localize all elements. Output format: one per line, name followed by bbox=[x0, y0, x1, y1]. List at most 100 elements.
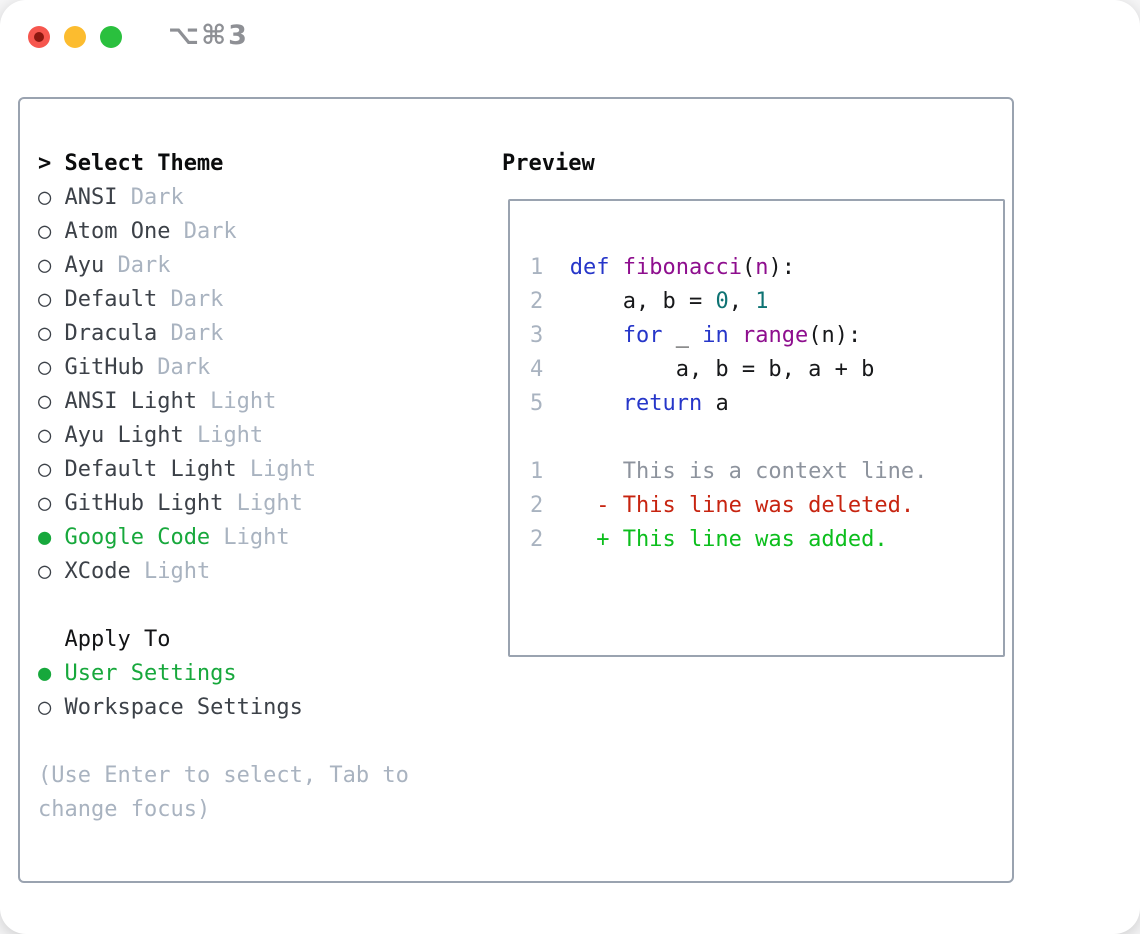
preview-code-line: 2 + This line was added. bbox=[530, 523, 1003, 557]
line-number: 2 bbox=[530, 527, 544, 552]
keyboard-shortcut-label: ⌥⌘3 bbox=[168, 20, 249, 51]
theme-option-xcode[interactable]: ○XCode Light bbox=[38, 555, 409, 589]
line-number: 1 bbox=[530, 459, 544, 484]
theme-option-google-code[interactable]: ● Google Code Light bbox=[38, 521, 409, 555]
close-button[interactable] bbox=[28, 26, 50, 48]
line-number: 1 bbox=[530, 255, 544, 280]
theme-option-github[interactable]: ○ GitHub Dark bbox=[38, 351, 409, 385]
code-token-fn: fibonacci bbox=[622, 255, 742, 280]
theme-option-github-light[interactable]: ○ GitHub Light Light bbox=[38, 487, 409, 521]
theme-variant: Dark bbox=[117, 185, 184, 210]
theme-option-ansi[interactable]: ○ ANSI Dark bbox=[38, 181, 409, 215]
apply-to-heading-label: Apply To bbox=[64, 627, 171, 652]
radio-icon: ○ bbox=[38, 185, 52, 210]
radio-icon: ○ bbox=[38, 253, 52, 278]
theme-variant: Light bbox=[130, 559, 211, 584]
theme-variant: Dark bbox=[104, 253, 171, 278]
preview-code-line: 4 a, b = b, a + b bbox=[530, 353, 1003, 387]
code-token-pl bbox=[609, 255, 622, 280]
theme-name: Google Code bbox=[64, 525, 211, 550]
radio-icon: ○ bbox=[38, 355, 52, 380]
theme-variant: Dark bbox=[143, 355, 211, 380]
line-number: 3 bbox=[530, 323, 544, 348]
hint-line: (Use Enter to select, Tab to bbox=[38, 763, 409, 788]
code-token-pl: a, b = bbox=[569, 289, 716, 314]
theme-name: Ayu Light bbox=[64, 423, 184, 448]
apply-option-label: Workspace Settings bbox=[64, 695, 303, 720]
preview-code-line: 3 for _ in range(n): bbox=[530, 319, 1003, 353]
line-number: 4 bbox=[530, 357, 544, 382]
theme-name: ANSI bbox=[64, 185, 118, 210]
theme-variant: Light bbox=[223, 491, 303, 516]
cursor-marker-icon: > bbox=[38, 151, 52, 176]
theme-option-default[interactable]: ○ Default Dark bbox=[38, 283, 409, 317]
theme-name: Default Light bbox=[64, 457, 237, 482]
main-panel: >Select Theme ○ANSI Dark○Atom One Dark○A… bbox=[18, 97, 1014, 883]
apply-to-options: ● User Settings ○ Workspace Settings bbox=[38, 657, 409, 725]
theme-name: ANSI Light bbox=[64, 389, 197, 414]
theme-variant: Dark bbox=[170, 219, 237, 244]
radio-icon: ○ bbox=[38, 491, 52, 516]
line-number: 2 bbox=[530, 289, 544, 314]
theme-option-ayu-light[interactable]: ○Ayu Light Light bbox=[38, 419, 409, 453]
preview-heading: Preview bbox=[502, 151, 595, 176]
radio-icon: ○ bbox=[38, 287, 52, 312]
theme-name: GitHub Light bbox=[64, 491, 224, 516]
code-token-pl: a bbox=[702, 391, 729, 416]
theme-name: Ayu bbox=[64, 253, 105, 278]
theme-option-dracula[interactable]: ○ Dracula Dark bbox=[38, 317, 409, 351]
code-token-pl: ): bbox=[768, 255, 795, 280]
minimize-button[interactable] bbox=[64, 26, 86, 48]
zoom-button[interactable] bbox=[100, 26, 122, 48]
unsaved-dot-icon bbox=[34, 32, 44, 42]
code-token-del: - This line was deleted. bbox=[569, 493, 915, 518]
theme-name: Default bbox=[64, 287, 158, 312]
radio-icon: ○ bbox=[38, 389, 52, 414]
theme-list: ○ANSI Dark○Atom One Dark○Ayu Dark○Defaul… bbox=[38, 181, 409, 589]
code-token-pl bbox=[570, 323, 623, 348]
radio-icon: ○ bbox=[38, 695, 52, 720]
code-token-num: 0 bbox=[715, 289, 729, 314]
code-token-pl: ( bbox=[741, 255, 756, 280]
code-token-kw: def bbox=[569, 255, 610, 280]
apply-to-indent bbox=[38, 623, 64, 657]
preview-code-line: 2 - This line was deleted. bbox=[530, 489, 1003, 523]
apply-option-label: User Settings bbox=[64, 661, 237, 686]
code-token-ctx: This is a context line. bbox=[569, 459, 928, 484]
code-token-pl bbox=[729, 323, 742, 348]
theme-option-ansi-light[interactable]: ○ ANSI Light Light bbox=[38, 385, 409, 419]
radio-icon: ○ bbox=[38, 457, 52, 482]
code-token-num: 1 bbox=[755, 289, 769, 314]
preview-code-line bbox=[530, 421, 1003, 455]
theme-variant: Dark bbox=[157, 287, 224, 312]
theme-variant: Light bbox=[236, 457, 317, 482]
apply-option-user-settings[interactable]: ● User Settings bbox=[38, 657, 409, 691]
theme-variant: Dark bbox=[157, 321, 224, 346]
code-token-fn: range bbox=[741, 323, 809, 348]
code-token-pl: _ bbox=[662, 323, 703, 348]
radio-icon: ○ bbox=[38, 321, 52, 346]
theme-option-default-light[interactable]: ○ Default Light Light bbox=[38, 453, 409, 487]
theme-variant: Light bbox=[183, 423, 264, 448]
apply-option-workspace-settings[interactable]: ○ Workspace Settings bbox=[38, 691, 409, 725]
select-theme-heading-label: Select Theme bbox=[64, 151, 224, 176]
radio-icon: ○ bbox=[38, 219, 52, 244]
code-token-kw: for bbox=[622, 323, 663, 348]
theme-option-ayu[interactable]: ○ Ayu Dark bbox=[38, 249, 409, 283]
radio-selected-icon: ● bbox=[38, 525, 52, 550]
theme-variant: Light bbox=[210, 525, 290, 550]
theme-option-atom-one[interactable]: ○Atom One Dark bbox=[38, 215, 409, 249]
radio-selected-icon: ● bbox=[38, 661, 52, 686]
theme-name: Dracula bbox=[64, 321, 158, 346]
theme-variant: Light bbox=[196, 389, 277, 414]
preview-code-line: 5 return a bbox=[530, 387, 1003, 421]
apply-to-heading: Apply To bbox=[38, 623, 409, 657]
code-token-kw: in bbox=[702, 323, 729, 348]
code-token-add: + This line was added. bbox=[569, 527, 888, 552]
theme-name: GitHub bbox=[64, 355, 144, 380]
preview-code-line: 2 a, b = 0, 1 bbox=[530, 285, 1003, 319]
